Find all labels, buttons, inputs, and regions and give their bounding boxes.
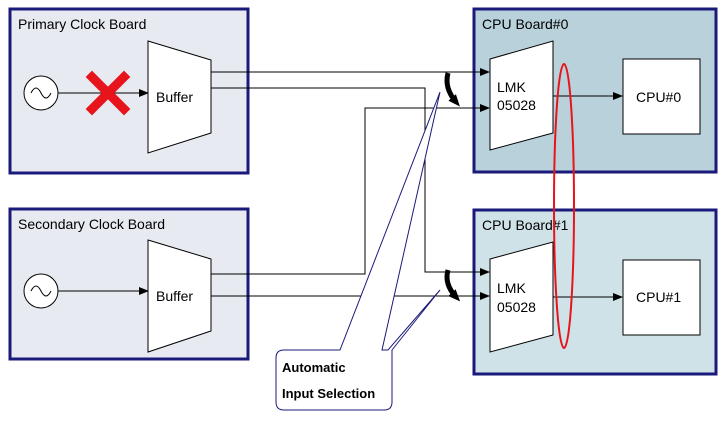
cpu0-lmk-mux (489, 40, 554, 151)
cpu1-label: CPU#1 (636, 289, 681, 305)
cpu0-selection-arrow (444, 72, 460, 107)
secondary-to-cpu0-line (211, 104, 490, 275)
cpu0-label: CPU#0 (636, 89, 681, 105)
red-x-failure-icon (85, 70, 131, 116)
cpu1-box (622, 259, 701, 336)
primary-board-title: Primary Clock Board (18, 16, 146, 32)
automatic-input-selection-callout: Automatic Input Selection (275, 91, 441, 411)
primary-buffer (147, 40, 212, 154)
sine-wave-source-icon (23, 75, 59, 111)
cpu-board-1: CPU Board#1 LMK 05028 CPU#1 (472, 208, 718, 376)
primary-clock-board: Primary Clock Board Buffer (8, 7, 250, 175)
signal-routing (211, 68, 490, 300)
cpu0-board-title: CPU Board#0 (482, 16, 569, 32)
callout-bubble (275, 91, 441, 411)
cpu1-lmk-mux (489, 241, 554, 353)
cpu0-box (622, 58, 701, 135)
secondary-buffer (147, 239, 212, 353)
callout-line2: Input Selection (282, 386, 375, 401)
secondary-board-title: Secondary Clock Board (18, 216, 165, 232)
cpu1-lmk-line2: 05028 (497, 299, 536, 315)
highlight-ellipse (553, 63, 575, 349)
primary-to-cpu1-line (211, 87, 490, 276)
cpu1-selection-arrow (444, 269, 461, 302)
secondary-buffer-label: Buffer (156, 288, 193, 304)
callout-line1: Automatic (282, 360, 346, 375)
cpu1-board-title: CPU Board#1 (482, 217, 569, 233)
secondary-clock-board: Secondary Clock Board Buffer (8, 207, 250, 361)
cpu-board-0: CPU Board#0 LMK 05028 CPU#0 (472, 7, 718, 174)
cpu0-lmk-line1: LMK (497, 79, 526, 95)
sine-wave-source-icon (23, 273, 59, 309)
cpu1-lmk-line1: LMK (497, 280, 526, 296)
cpu0-lmk-line2: 05028 (497, 97, 536, 113)
primary-buffer-label: Buffer (156, 89, 193, 105)
